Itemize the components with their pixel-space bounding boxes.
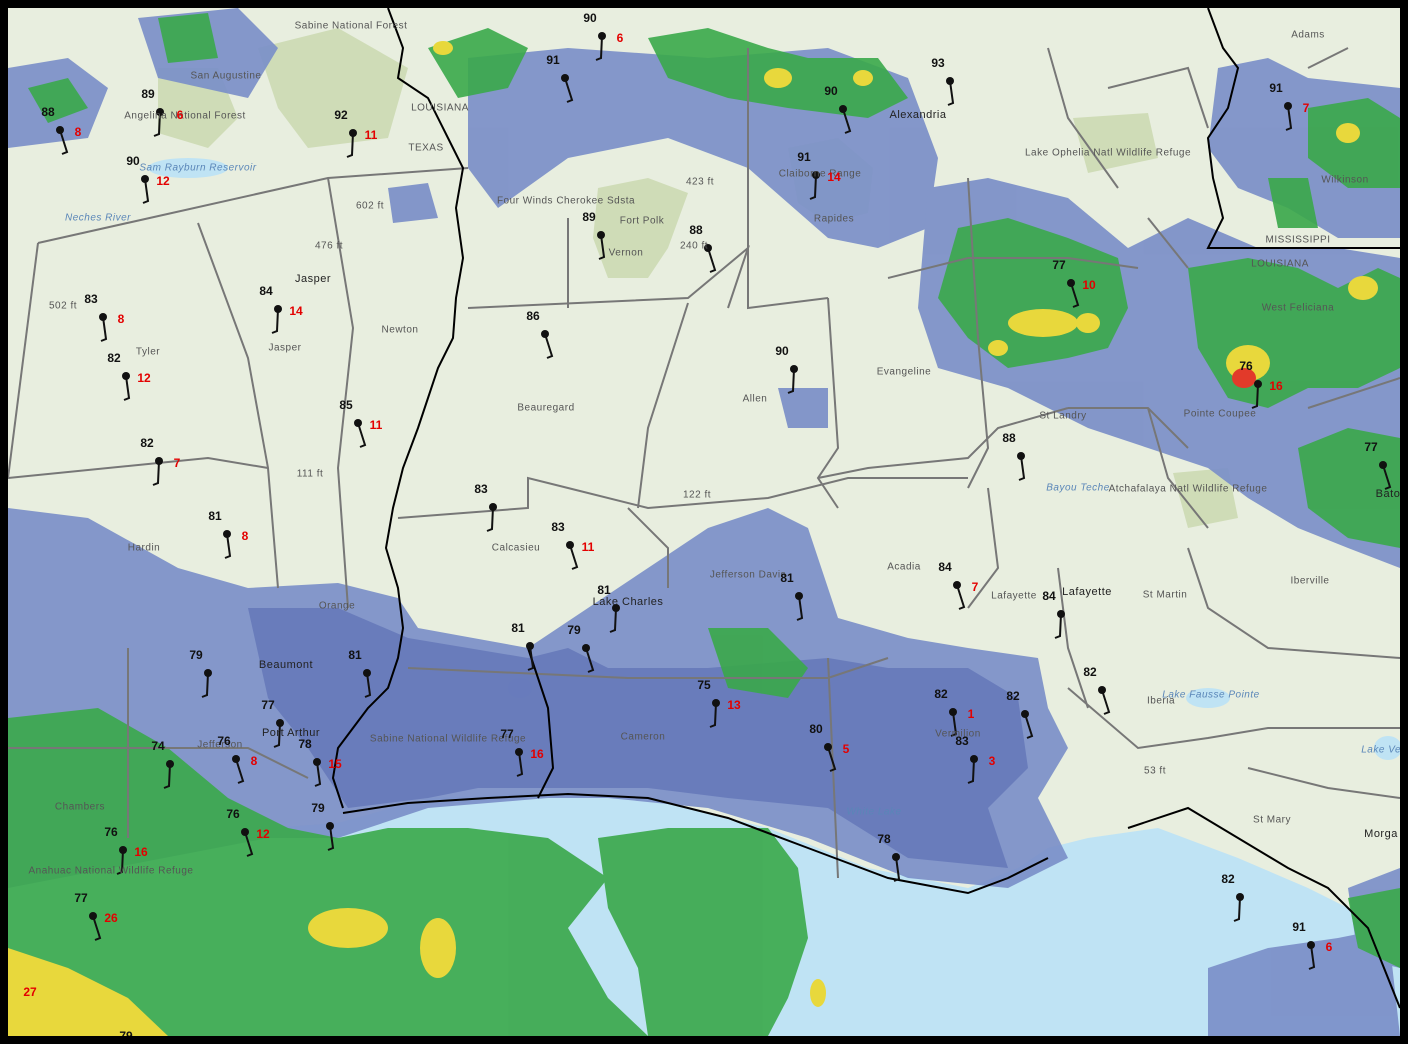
wind-barb [224, 533, 232, 559]
wind-barb [201, 672, 209, 698]
wind-barb [950, 711, 958, 737]
forest-areas [158, 28, 1238, 528]
wind-barb [707, 247, 717, 273]
wind-barb [1018, 455, 1026, 481]
wind-barb [956, 584, 966, 610]
wind-barb [271, 308, 279, 334]
wind-barb [1382, 464, 1392, 490]
wind-barb [527, 645, 535, 671]
wind-barb [92, 915, 102, 941]
wind-barb [235, 758, 245, 784]
wind-barb [273, 722, 281, 748]
wind-barb [709, 702, 717, 728]
radar-red-core [1232, 368, 1256, 388]
wind-barb [327, 825, 335, 851]
wind-barb [59, 129, 69, 155]
wind-barb [544, 333, 554, 359]
wind-barb [100, 316, 108, 342]
wind-barb [163, 763, 171, 789]
wind-barb [152, 460, 160, 486]
wind-barb [595, 35, 603, 61]
wind-barb [827, 746, 837, 772]
wind-barb [947, 80, 955, 106]
wind-barb [1101, 689, 1111, 715]
wind-barb [1070, 282, 1080, 308]
wind-barb [346, 132, 354, 158]
wind-barb [357, 422, 367, 448]
wind-barb [1285, 105, 1293, 131]
radar-green-cells [8, 13, 1400, 1036]
wind-barb [1054, 613, 1062, 639]
wind-barb [1308, 944, 1316, 970]
wind-barb [123, 375, 131, 401]
wind-barb [842, 108, 852, 134]
wind-barb [893, 856, 901, 882]
wind-barb [516, 751, 524, 777]
state-boundaries [331, 8, 1400, 1009]
wind-barb [1251, 383, 1259, 409]
wind-barb [809, 174, 817, 200]
wind-barb [585, 647, 595, 673]
wind-barb [1024, 713, 1034, 739]
wind-barb [142, 178, 150, 204]
wind-barb [609, 607, 617, 633]
wind-barb [116, 849, 124, 875]
county-boundaries [8, 47, 1400, 879]
radar-mid-band [248, 608, 1028, 868]
wind-barb [569, 544, 579, 570]
wind-barb [1233, 896, 1241, 922]
wind-barb [364, 672, 372, 698]
wind-barb [153, 111, 161, 137]
wind-barb [314, 761, 322, 787]
wind-barb [967, 758, 975, 784]
radar-map[interactable] [8, 8, 1400, 1036]
wind-barb [486, 506, 494, 532]
wind-barbs [56, 32, 1392, 970]
wind-barb [598, 234, 606, 260]
wind-barb [787, 368, 795, 394]
wind-barb [796, 595, 804, 621]
wind-barb [564, 77, 574, 103]
wind-barb [244, 831, 254, 857]
